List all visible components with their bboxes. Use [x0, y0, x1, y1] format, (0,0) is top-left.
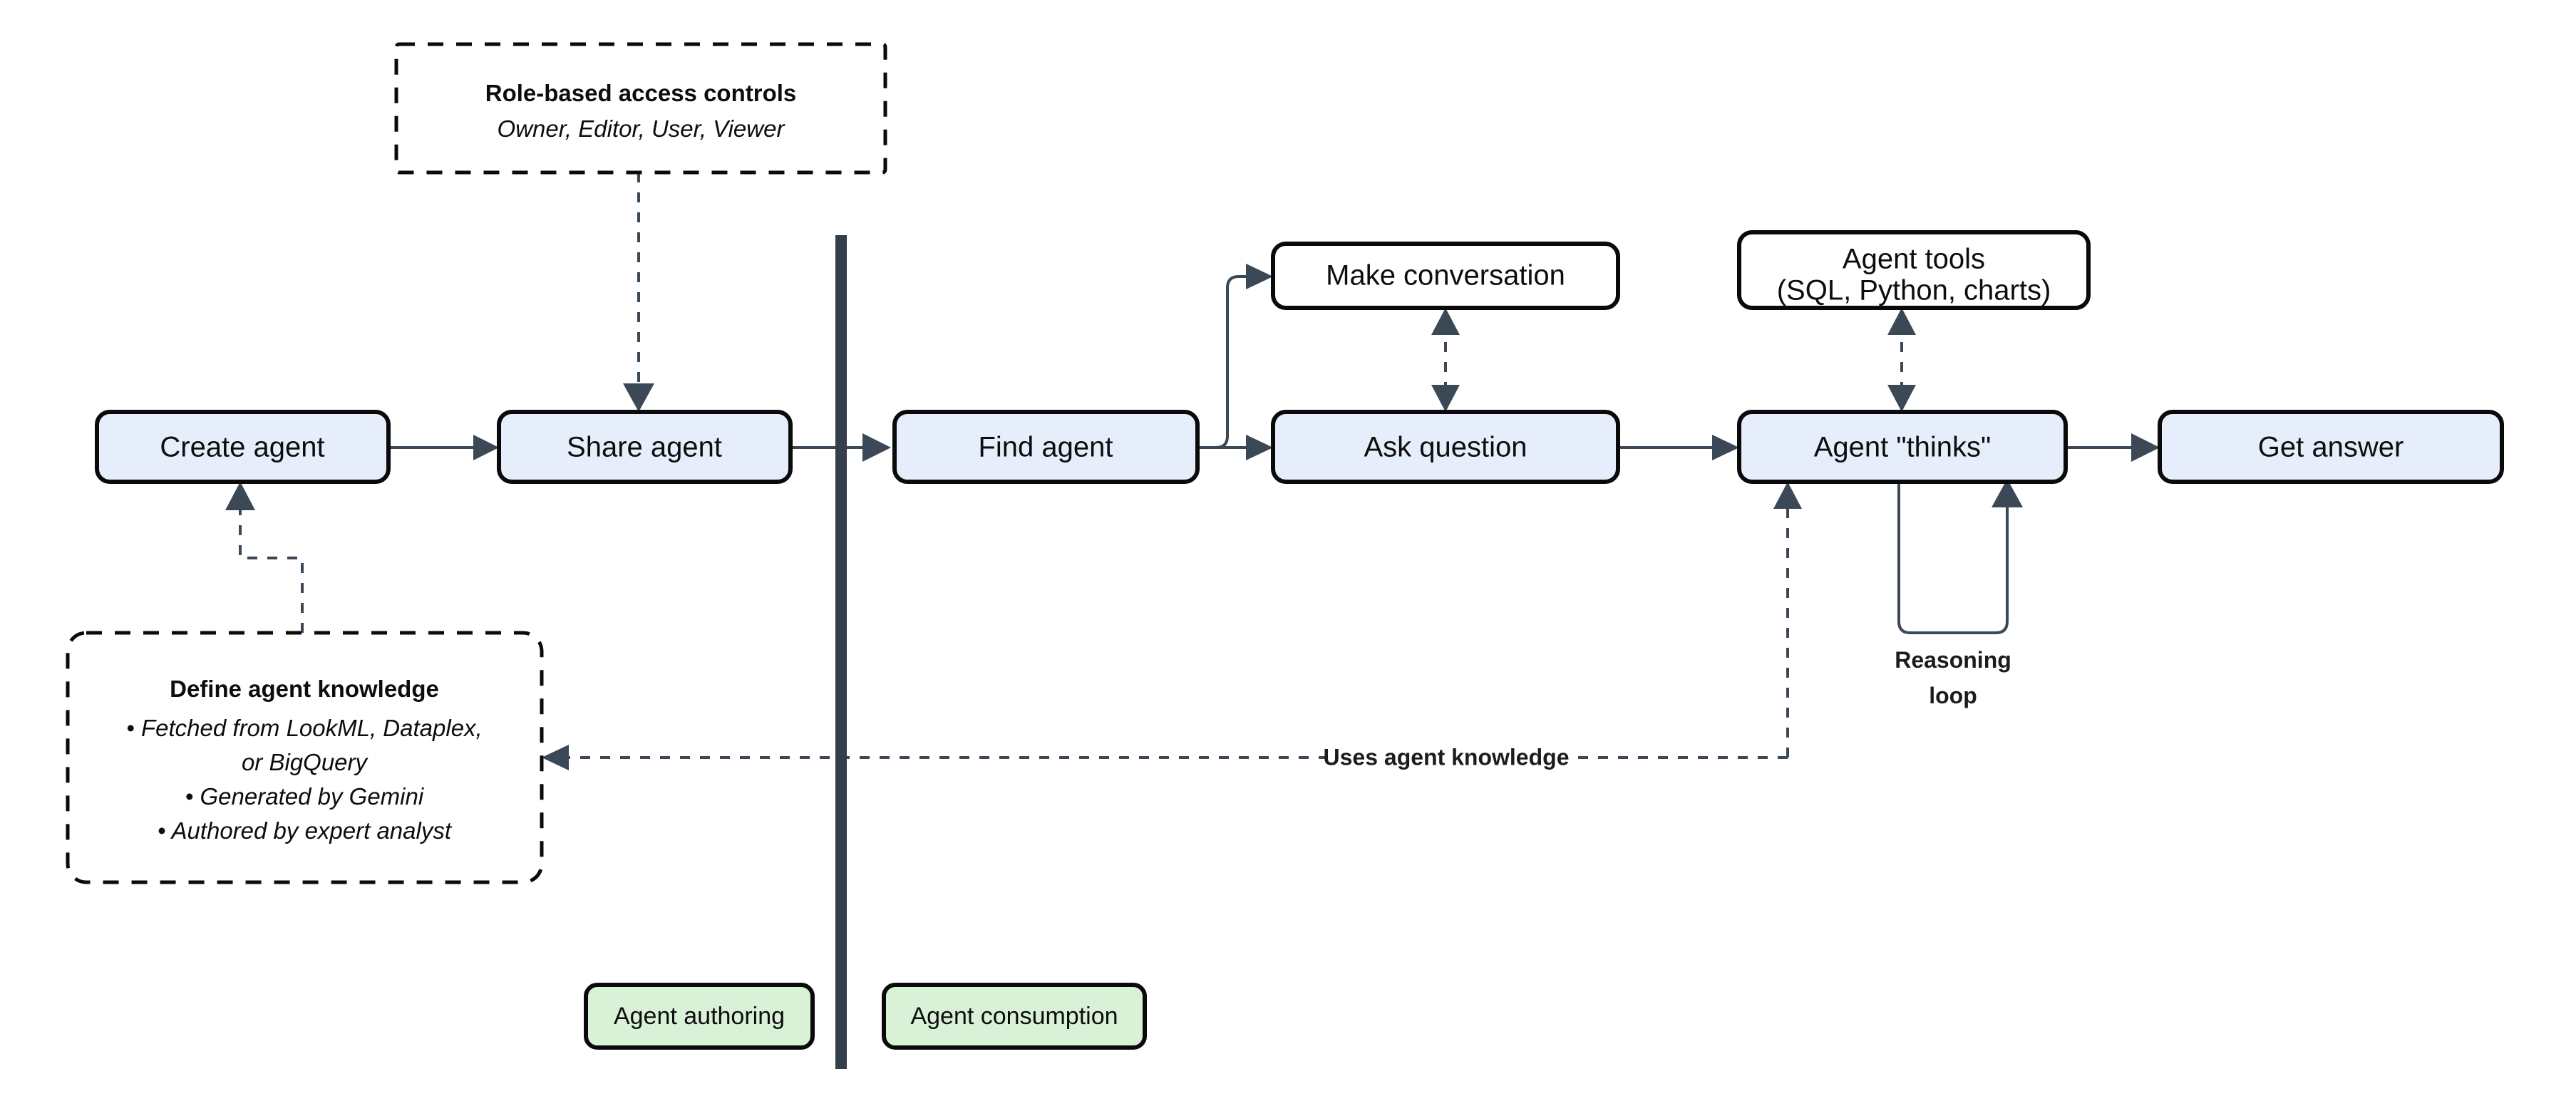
node-find-agent[interactable]: Find agent [892, 410, 1200, 484]
edge-uses-agent-knowledge [542, 482, 1802, 770]
node-share-agent[interactable]: Share agent [497, 410, 793, 484]
legend-agent-consumption-label: Agent consumption [910, 1003, 1118, 1030]
legend-agent-authoring-label: Agent authoring [614, 1003, 785, 1030]
edge-label-reasoning-loop-line1: Reasoning [1895, 647, 2011, 673]
node-ask-question-label: Ask question [1364, 432, 1527, 463]
node-agent-tools[interactable]: Agent tools (SQL, Python, charts) [1737, 230, 2091, 310]
edge-label-uses-agent-knowledge: Uses agent knowledge [1324, 740, 1570, 775]
edge-label-reasoning-loop-line2: loop [1929, 683, 1977, 708]
edge-thinks-to-getanswer [2066, 433, 2160, 462]
node-ask-question[interactable]: Ask question [1271, 410, 1620, 484]
node-agent-tools-label-line2: (SQL, Python, charts) [1777, 275, 2051, 306]
node-agent-tools-label-line1: Agent tools [1843, 244, 1985, 275]
node-find-agent-label: Find agent [978, 432, 1113, 463]
note-rbac: Role-based access controls Owner, Editor… [394, 42, 887, 175]
node-agent-thinks[interactable]: Agent "thinks" [1737, 410, 2068, 484]
note-knowledge-title: Define agent knowledge [170, 676, 439, 702]
node-get-answer-label: Get answer [2258, 432, 2404, 463]
node-agent-thinks-label: Agent "thinks" [1814, 432, 1992, 463]
edge-reasoning-loop [1897, 479, 2023, 634]
node-create-agent-label: Create agent [160, 432, 324, 463]
note-knowledge-bullet-2: • Generated by Gemini [185, 783, 425, 810]
edge-label-reasoning-loop: Reasoning loop [1895, 647, 2011, 708]
edge-label-uses-agent-knowledge-text: Uses agent knowledge [1324, 744, 1570, 770]
edge-rbac-to-share [623, 172, 654, 412]
edge-thinks-tools-bidirectional [1887, 308, 1916, 412]
node-make-conversation-label: Make conversation [1326, 260, 1565, 291]
edge-ask-to-thinks [1618, 435, 1739, 460]
node-create-agent[interactable]: Create agent [95, 410, 391, 484]
edge-ask-makeconversation-bidirectional [1431, 308, 1460, 412]
note-agent-knowledge: Define agent knowledge • Fetched from Lo… [66, 631, 544, 884]
legend-agent-consumption[interactable]: Agent consumption [882, 983, 1147, 1050]
note-knowledge-bullet-0: • Fetched from LookML, Dataplex, [126, 715, 482, 741]
note-rbac-subtitle: Owner, Editor, User, Viewer [498, 115, 786, 142]
note-knowledge-bullet-3: • Authored by expert analyst [158, 817, 453, 844]
edge-create-to-share [388, 435, 499, 460]
legend-agent-authoring[interactable]: Agent authoring [584, 983, 815, 1050]
node-get-answer[interactable]: Get answer [2158, 410, 2504, 484]
edge-share-to-find [791, 433, 891, 462]
note-knowledge-bullet-1: or BigQuery [242, 749, 369, 775]
edge-find-to-branch [1197, 264, 1273, 460]
note-rbac-title: Role-based access controls [485, 80, 797, 106]
node-make-conversation[interactable]: Make conversation [1271, 242, 1620, 310]
node-share-agent-label: Share agent [567, 432, 722, 463]
edge-knowledge-to-create [225, 482, 304, 633]
